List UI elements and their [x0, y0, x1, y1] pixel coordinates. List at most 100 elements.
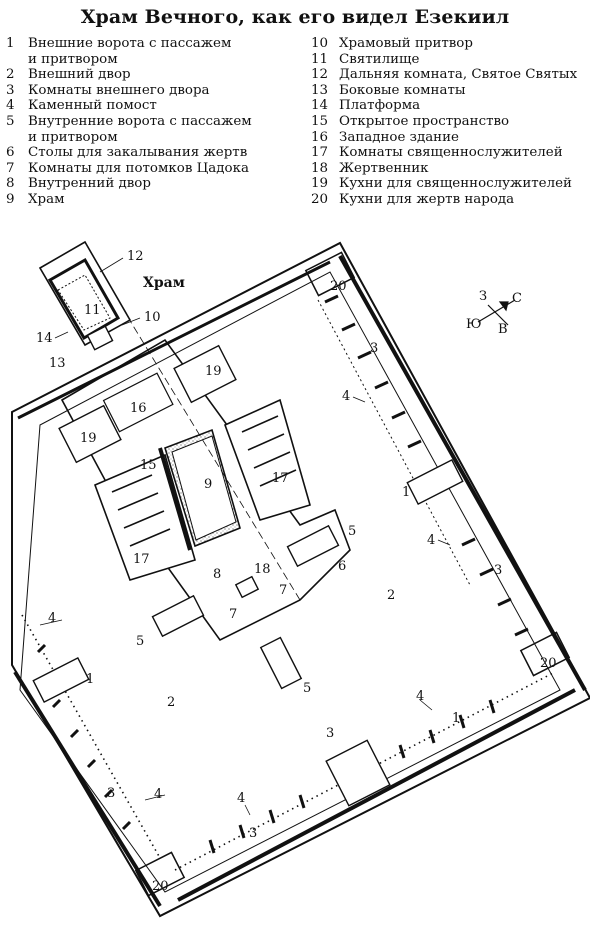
outer-court-rooms [21, 294, 556, 871]
callout-number: 8 [213, 567, 221, 582]
compass-rose [477, 299, 516, 326]
callout-number: 12 [127, 249, 144, 264]
legend-item: 17 Комнаты священнослужителей [311, 145, 577, 161]
callout-number: 3 [326, 726, 334, 741]
legend-number: 9 [6, 191, 15, 207]
legend-label: Дальняя комната, Святое Святых [339, 67, 578, 83]
callout-number: 19 [205, 364, 222, 379]
callout-number: 3 [107, 786, 115, 801]
legend-item: 12 Дальняя комната, Святое Святых [311, 67, 577, 83]
callout-number: 5 [303, 681, 311, 696]
callout-number: 20 [152, 879, 169, 894]
callout-number: 4 [342, 389, 350, 404]
legend-item: 20 Кухни для жертв народа [311, 192, 577, 208]
callout-number: 4 [427, 533, 435, 548]
callout-number: 6 [338, 559, 346, 574]
callout-number: 19 [80, 431, 97, 446]
compass-labels: З С Ю В [466, 289, 522, 337]
legend-item: 18 Жертвенник [311, 161, 577, 177]
callout-number: 17 [272, 471, 289, 486]
callout-number: 13 [49, 356, 66, 371]
callout-number: 4 [237, 791, 245, 806]
legend-number: 13 [311, 82, 329, 98]
page-title: Храм Вечного, как его видел Езекиил [80, 6, 510, 28]
outer-gates [32, 459, 464, 807]
callout-number: 18 [254, 562, 271, 577]
callout-number: 9 [204, 477, 212, 492]
callout-number: 5 [348, 524, 356, 539]
inner-complex [58, 254, 351, 690]
legend-number: 4 [6, 98, 15, 114]
legend-number: 20 [311, 191, 329, 207]
legend-label: Внешние ворота с пассажем [28, 36, 232, 51]
legend-label: Храм [28, 191, 65, 207]
legend-number: 17 [311, 145, 329, 161]
legend-number: 3 [6, 82, 15, 98]
callout-number: 3 [494, 563, 502, 578]
legend-number: 10 [311, 36, 329, 51]
legend-item: 10 Храмовый притвор [311, 36, 577, 52]
callout-number: 11 [84, 303, 101, 318]
compass-south-label: Ю [466, 317, 482, 332]
legend-label: Открытое пространство [339, 113, 510, 129]
legend-label: и притвором [28, 51, 118, 67]
callout-number: 16 [130, 401, 147, 416]
callout-number: 2 [387, 588, 395, 603]
callout-number: 5 [136, 634, 144, 649]
legend-item: 7 Комнаты для потомков Цадока [6, 161, 252, 177]
compass-north-label: С [512, 291, 522, 306]
callout-number: 1 [86, 672, 94, 687]
legend-label: Западное здание [339, 129, 459, 145]
temple-inset [38, 240, 132, 351]
legend-number: 6 [6, 145, 15, 161]
legend-number: 18 [311, 160, 329, 176]
legend-label: Боковые комнаты [339, 82, 466, 98]
legend-item: 1 Внешние ворота с пассажем [6, 36, 252, 52]
callout-number: 10 [144, 310, 161, 325]
legend-label: Столы для закалывания жертв [28, 145, 248, 161]
legend-item: 15 Открытое пространство [311, 114, 577, 130]
legend-label: Внутренние ворота с пассажем [28, 113, 252, 129]
legend-item: 13 Боковые комнаты [311, 83, 577, 99]
legend-item: 14 Платформа [311, 98, 577, 114]
callout-number: 3 [249, 826, 257, 841]
legend-label: Комнаты для потомков Цадока [28, 160, 249, 176]
callout-number: 17 [133, 552, 150, 567]
legend-label: Платформа [339, 98, 421, 114]
kitchens [134, 251, 571, 897]
callout-number: 15 [140, 458, 157, 473]
callout-number: 3 [370, 341, 378, 356]
legend-label: Жертвенник [339, 160, 429, 176]
legend-number: 19 [311, 176, 329, 192]
legend-number: 15 [311, 113, 329, 129]
callout-number: 14 [36, 331, 53, 346]
callout-number: 20 [330, 279, 347, 294]
legend-label: Комнаты священнослужителей [339, 145, 563, 161]
legend-number: 1 [6, 36, 15, 51]
callout-number: 2 [167, 695, 175, 710]
callout-number: 4 [154, 787, 162, 802]
callout-number: 20 [540, 656, 557, 671]
callout-number: 7 [229, 607, 237, 622]
leader-lines [39, 257, 451, 816]
callout-number: 1 [402, 485, 410, 500]
legend-number: 12 [311, 67, 329, 83]
legend-number: 14 [311, 98, 329, 114]
legend-label: Храмовый притвор [339, 36, 473, 51]
compass-east-label: В [498, 322, 508, 337]
legend-label: Святилище [339, 51, 420, 67]
legend-label: Кухни для жертв народа [339, 191, 515, 207]
legend-item: и притвором [6, 52, 252, 68]
compass-west-label: З [479, 289, 487, 304]
legend-number: 7 [6, 160, 15, 176]
legend-label: Внешний двор [28, 67, 131, 83]
